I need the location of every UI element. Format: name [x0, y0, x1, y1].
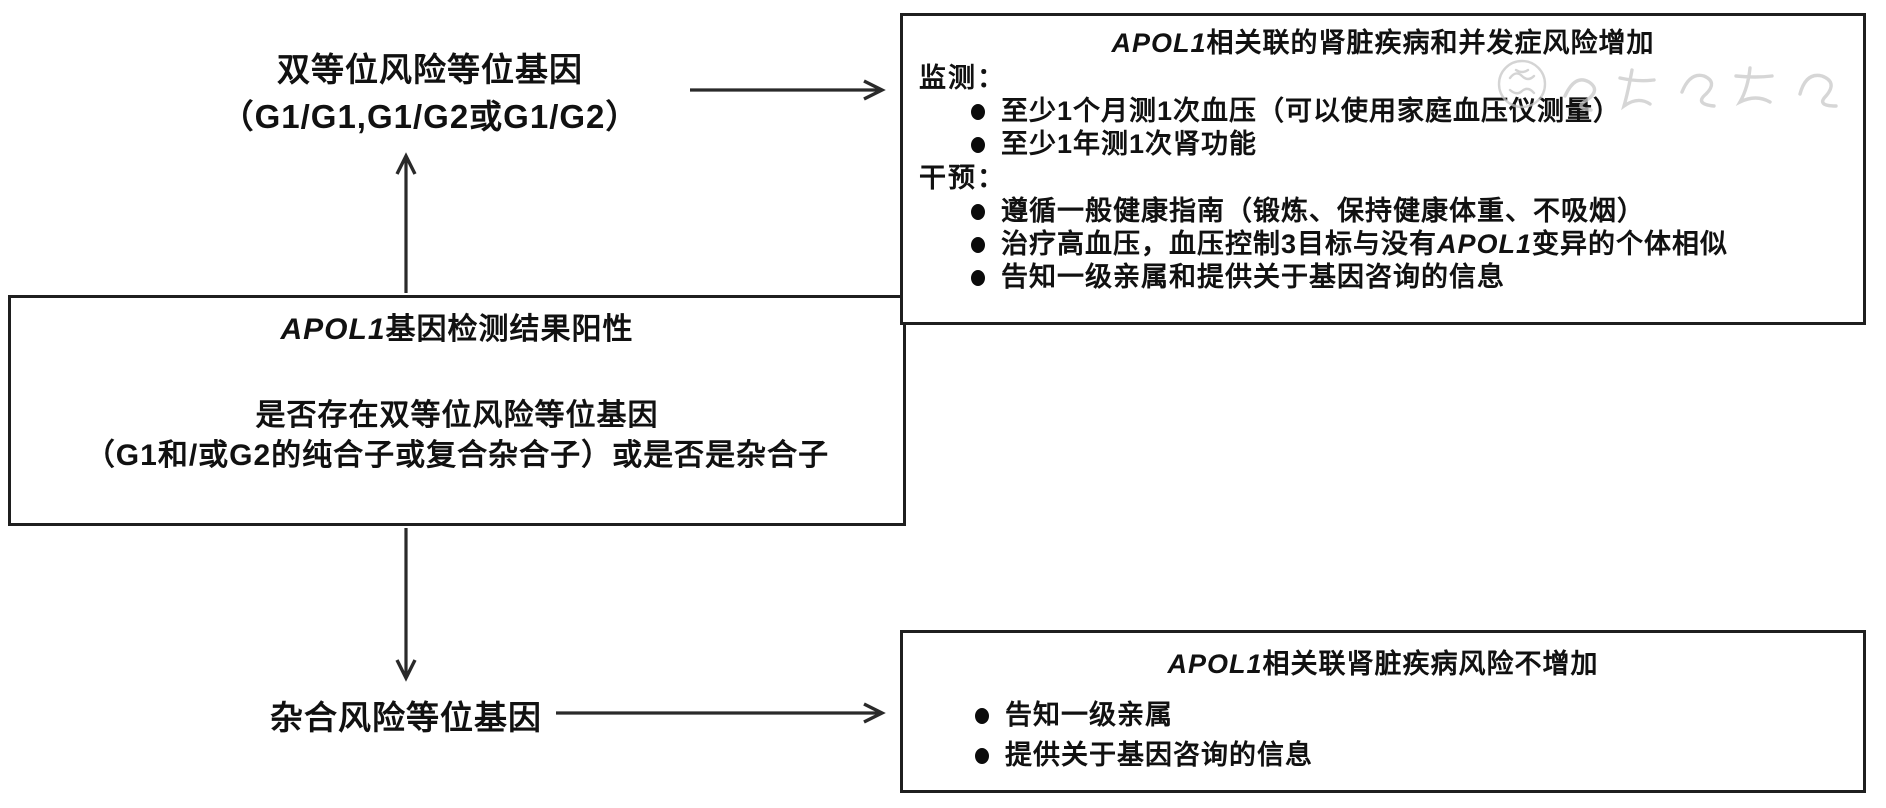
bullet-icon [971, 237, 985, 253]
node-increased-risk-box: APOL1相关联的肾脏疾病和并发症风险增加 监测： 至少1个月测1次血压（可以使… [900, 13, 1866, 325]
node-not-increased-risk-box: APOL1相关联肾脏疾病风险不增加 告知一级亲属提供关于基因咨询的信息 [900, 630, 1866, 793]
bullet-item: 告知一级亲属和提供关于基因咨询的信息 [919, 261, 1847, 294]
increased-risk-title: APOL1相关联的肾脏疾病和并发症风险增加 [1111, 28, 1655, 58]
bullet-text: 提供关于基因咨询的信息 [1005, 740, 1313, 770]
bullet-text: 至少1个月测1次血压（可以使用家庭血压仪测量） [1001, 96, 1622, 126]
bullet-icon [975, 748, 989, 764]
bullet-item: 治疗高血压，血压控制3目标与没有APOL1变异的个体相似 [919, 228, 1847, 261]
bullet-icon [971, 204, 985, 220]
bullet-icon [971, 137, 985, 153]
bullet-text: 治疗高血压，血压控制3目标与没有APOL1变异的个体相似 [1001, 229, 1729, 259]
bullet-icon [971, 270, 985, 286]
bullet-icon [975, 708, 989, 724]
intervene-bullet-list: 遵循一般健康指南（锻炼、保持健康体重、不吸烟）治疗高血压，血压控制3目标与没有A… [919, 195, 1847, 294]
bullet-item: 至少1个月测1次血压（可以使用家庭血压仪测量） [919, 95, 1847, 128]
bullet-item: 告知一级亲属 [919, 695, 1847, 735]
node-biallelic-risk-alleles: 双等位风险等位基因 （G1/G1,G1/G2或G1/G2） [150, 46, 710, 140]
bullet-text: 告知一级亲属 [1005, 700, 1173, 730]
bullet-text: 告知一级亲属和提供关于基因咨询的信息 [1001, 262, 1505, 292]
bullet-text: 遵循一般健康指南（锻炼、保持健康体重、不吸烟） [1001, 196, 1645, 226]
monitor-bullet-list: 至少1个月测1次血压（可以使用家庭血压仪测量）至少1年测1次肾功能 [919, 95, 1847, 161]
intervene-heading: 干预： [919, 163, 1006, 193]
positive-box-question-line1: 是否存在双等位风险等位基因 [255, 399, 659, 432]
heterozygous-label-text: 杂合风险等位基因 [270, 699, 542, 736]
biallelic-label-line1: 双等位风险等位基因 [277, 51, 583, 88]
not-increased-risk-title: APOL1相关联肾脏疾病风险不增加 [1167, 649, 1599, 679]
bullet-icon [971, 104, 985, 120]
positive-box-title: APOL1基因检测结果阳性 [280, 313, 634, 346]
positive-box-spacer [11, 350, 903, 396]
biallelic-label-line2: （G1/G1,G1/G2或G1/G2） [220, 98, 640, 135]
positive-box-question-line2: （G1和/或G2的纯合子或复合杂合子）或是否是杂合子 [84, 439, 830, 472]
bullet-item: 提供关于基因咨询的信息 [919, 735, 1847, 775]
bullet-item: 遵循一般健康指南（锻炼、保持健康体重、不吸烟） [919, 195, 1847, 228]
monitor-heading: 监测： [919, 63, 1006, 93]
bullet-text: 至少1年测1次肾功能 [1001, 129, 1258, 159]
not-increased-bullet-list: 告知一级亲属提供关于基因咨询的信息 [919, 695, 1847, 775]
bullet-item: 至少1年测1次肾功能 [919, 128, 1847, 161]
node-positive-test-box: APOL1基因检测结果阳性 是否存在双等位风险等位基因 （G1和/或G2的纯合子… [8, 295, 906, 526]
node-heterozygous-risk-allele: 杂合风险等位基因 [166, 694, 646, 741]
